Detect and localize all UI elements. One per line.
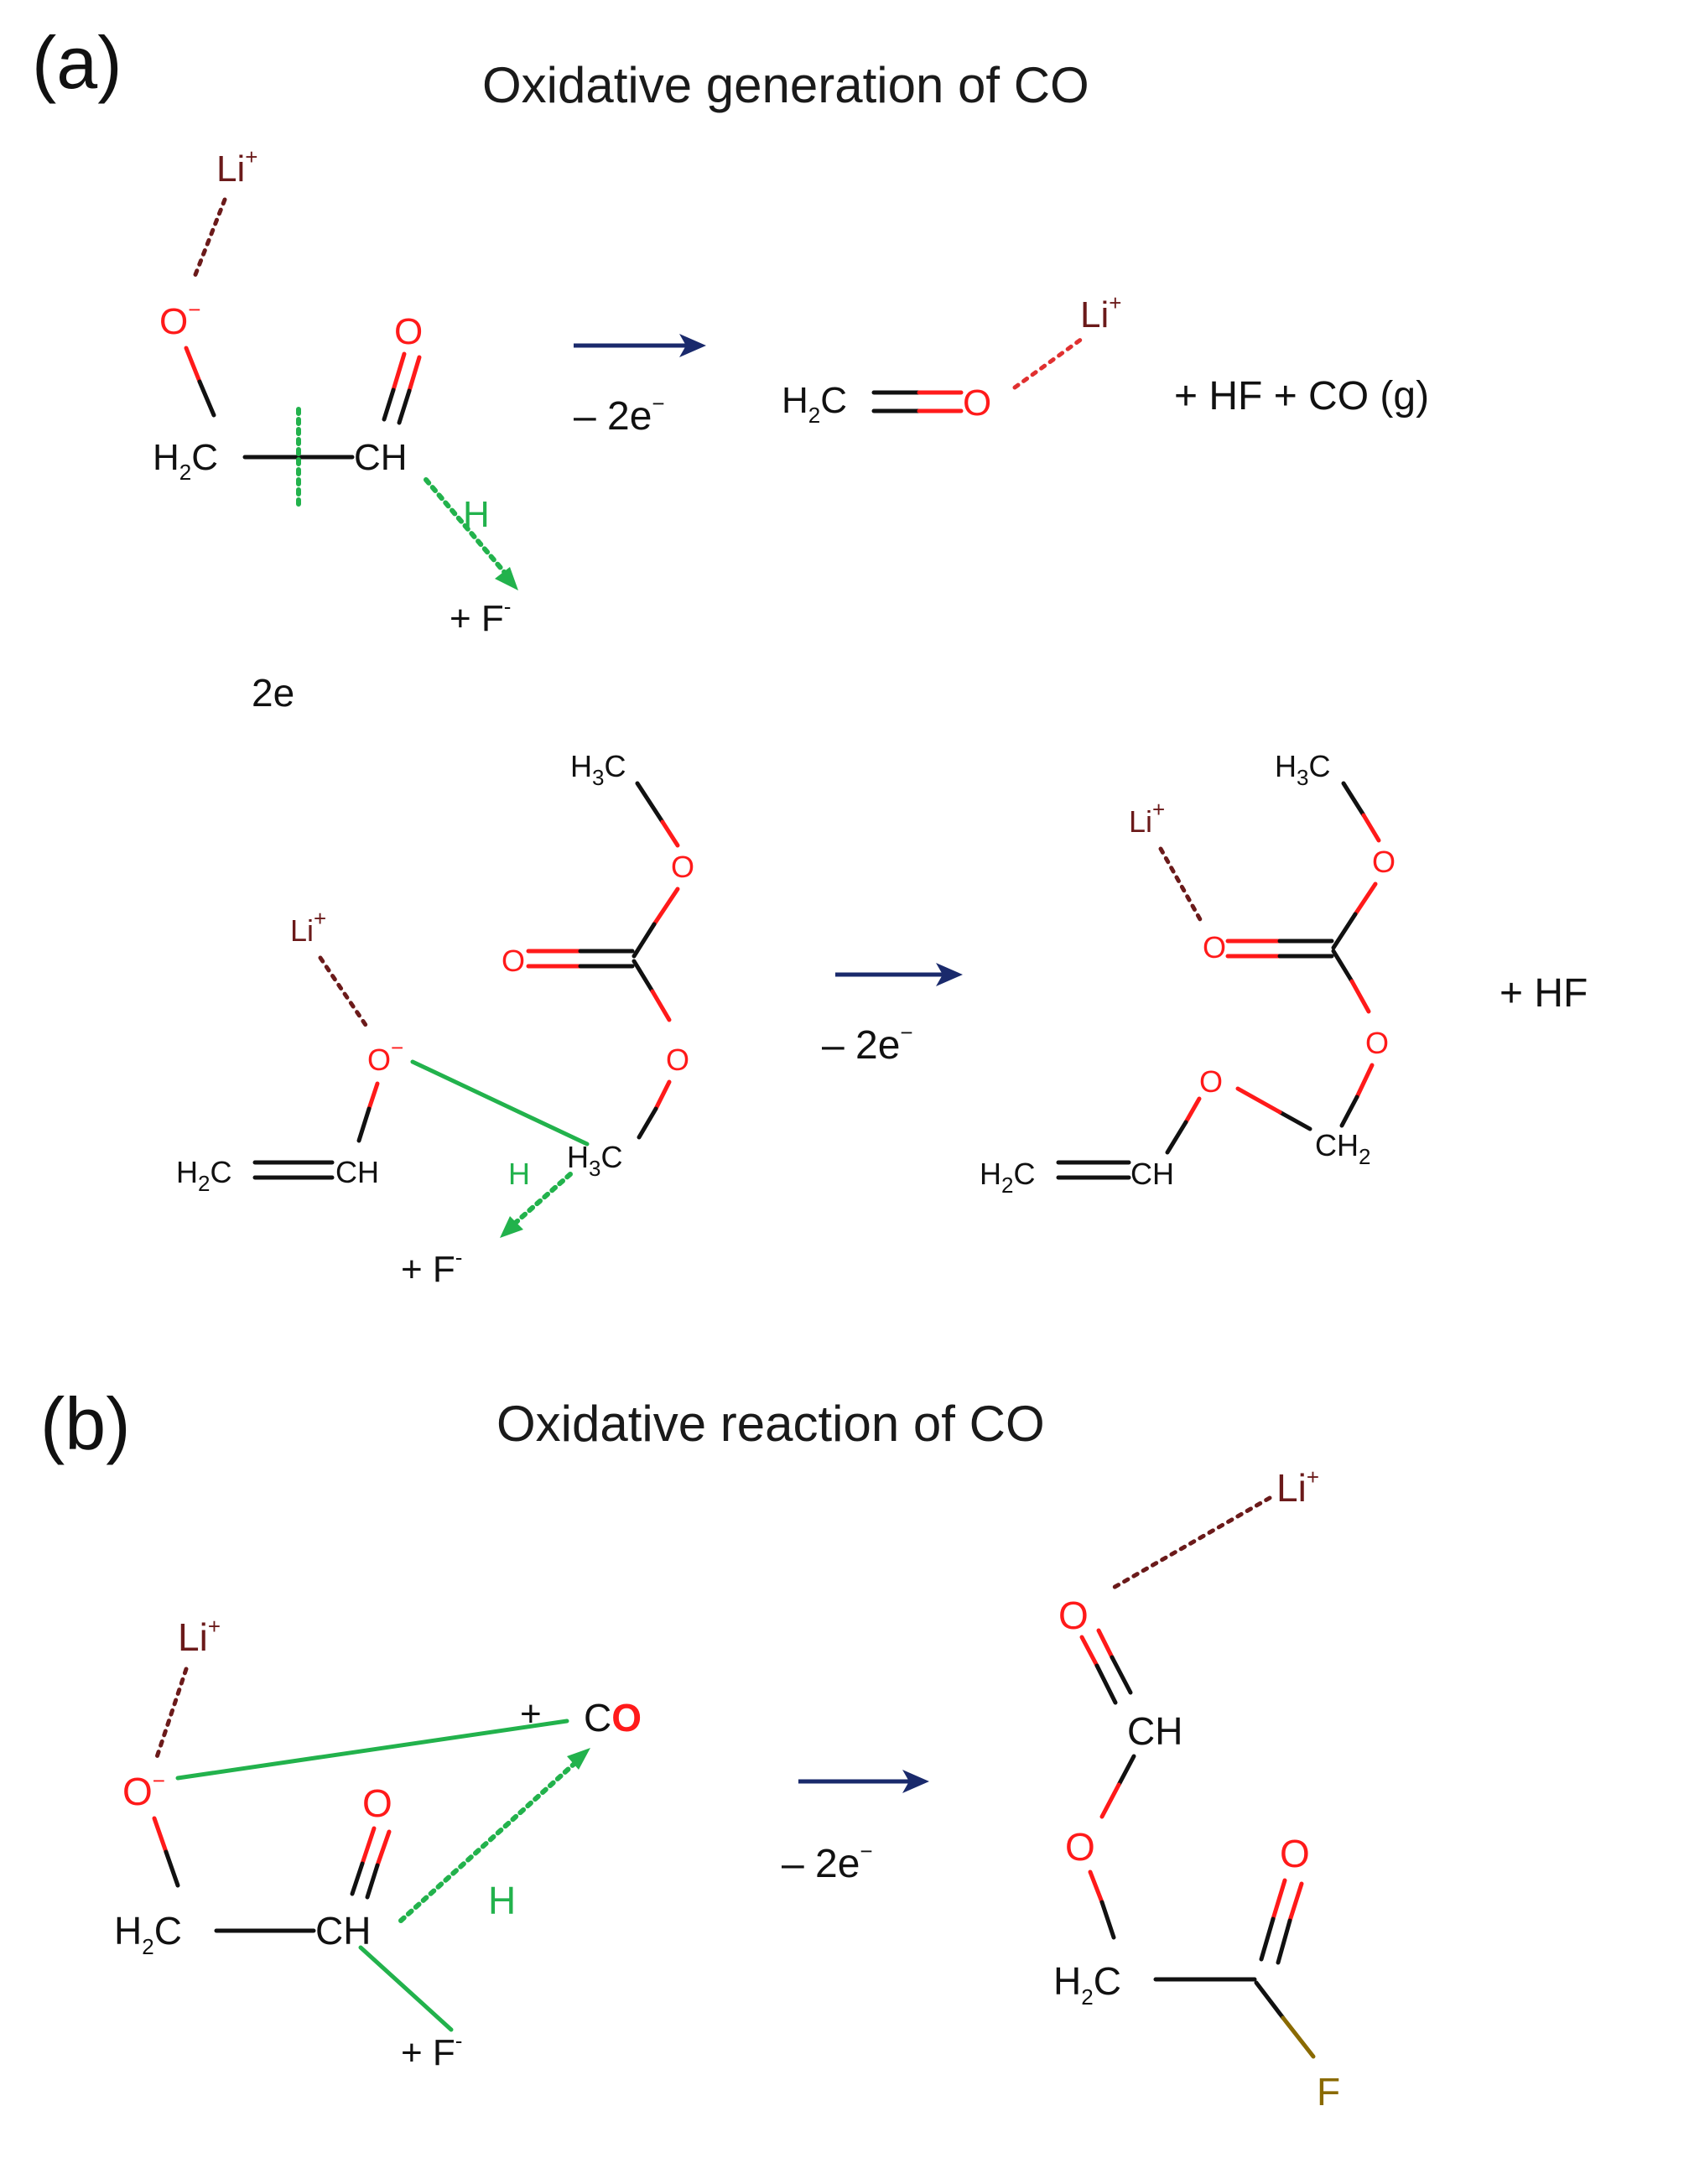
- methylene-carbon: H3C: [567, 1140, 622, 1181]
- reaction2-reactant: H3C O O O H3C Li+ O− H2C C: [176, 749, 694, 1290]
- panel-b-title: Oxidative reaction of CO: [496, 1396, 1045, 1452]
- panel-b-arrow: – 2e−: [782, 1770, 929, 1886]
- fluorine-atom: F: [1317, 2070, 1340, 2114]
- methylene-carbon: H2C: [153, 437, 218, 485]
- fluoride-ion: + F-: [401, 2028, 462, 2073]
- ether-oxygen: O: [1199, 1064, 1223, 1099]
- panel-a-title: Oxidative generation of CO: [482, 57, 1089, 113]
- ester-oxygen: O: [1065, 1825, 1095, 1869]
- carbonyl-oxygen: O: [1280, 1832, 1310, 1875]
- methyl-carbon: H3C: [1275, 749, 1330, 790]
- h-transfer-arrowhead: [495, 567, 518, 590]
- fluoride-ion: + F-: [401, 1245, 462, 1290]
- li-ion: Li+: [1080, 290, 1121, 335]
- panel-a-label: (a): [32, 21, 122, 104]
- formaldehyde-oxygen: O: [963, 382, 991, 424]
- h-transfer-arrow: [398, 1759, 580, 1923]
- methyl-carbon: H3C: [570, 749, 626, 790]
- o-c-bond-black: [197, 379, 216, 418]
- methylene-carbon: H2C: [1053, 1959, 1121, 2010]
- methylene-carbon: CH2: [1315, 1128, 1370, 1169]
- panel-b-reactant: Li+ O− H2C CH O + F- H + CO: [114, 1614, 642, 2073]
- transferred-hydrogen: H: [508, 1157, 530, 1191]
- panel-b-electron-loss: – 2e−: [782, 1838, 873, 1886]
- li-ion: Li+: [1129, 797, 1165, 839]
- li-ion: Li+: [216, 144, 257, 190]
- panel-b-label: (b): [40, 1382, 131, 1465]
- ester-oxygen-lower: O: [666, 1043, 689, 1077]
- reaction1-byproducts: + HF + CO (g): [1174, 374, 1429, 419]
- co-plus: +: [520, 1693, 542, 1734]
- carbonyl-oxygen: O: [502, 944, 525, 978]
- carbonyl-oxygen: O: [1203, 930, 1226, 965]
- aldehyde-carbon: CH: [315, 1909, 371, 1953]
- reaction1-electron-loss: – 2e−: [574, 391, 665, 439]
- li-ion: Li+: [290, 906, 326, 948]
- nucleophilic-attack-line: [175, 1719, 569, 1781]
- ester-oxygen-upper: O: [671, 850, 694, 884]
- o-c-bond-red: [184, 346, 202, 384]
- vinyl-ch: CH: [1130, 1157, 1174, 1191]
- carbonyl-oxygen: O: [394, 311, 423, 352]
- methylene-carbon: H2C: [114, 1909, 182, 1959]
- reaction2-electron-loss: – 2e−: [822, 1020, 913, 1068]
- double-bond-a2-black: [397, 388, 412, 425]
- transferred-hydrogen: H: [463, 494, 490, 535]
- reaction1-arrow: – 2e−: [574, 334, 706, 439]
- fluoride-attack-line: [358, 1945, 454, 2032]
- step-note: 2e: [252, 671, 294, 715]
- aldehyde-carbon: CH: [354, 437, 408, 478]
- ester-oxygen-lower: O: [1365, 1026, 1389, 1060]
- li-coordination-dots: [1012, 336, 1084, 390]
- alkoxide-oxygen: O−: [122, 1768, 165, 1813]
- nucleophilic-attack-line: [410, 1059, 590, 1147]
- vinyl-group: H2C: [176, 1155, 231, 1196]
- double-bond-a1-red: [391, 351, 407, 393]
- vinyl-group: H2C: [980, 1157, 1035, 1198]
- li-ion: Li+: [178, 1614, 221, 1659]
- carbon-monoxide: CO: [584, 1696, 642, 1739]
- panel-b-product: Li+ O CH O H2C O F: [1053, 1464, 1340, 2114]
- li-coordination-dots: [192, 197, 227, 279]
- formaldehyde-carbon: H2C: [782, 380, 847, 428]
- ester-oxygen-upper: O: [1372, 845, 1396, 879]
- reaction2-byproducts: + HF: [1499, 971, 1588, 1016]
- alkoxide-oxygen: O−: [159, 297, 200, 342]
- formyl-oxygen: O: [1058, 1594, 1089, 1637]
- formyl-carbon: CH: [1127, 1709, 1182, 1753]
- fluoride-ion: + F-: [450, 594, 511, 639]
- carbonyl-oxygen: O: [362, 1781, 392, 1825]
- li-ion: Li+: [1276, 1464, 1319, 1510]
- double-bond-a2-red: [407, 355, 422, 393]
- transferred-hydrogen: H: [488, 1879, 516, 1922]
- reaction1-product: H2C O Li+ + HF + CO (g): [782, 290, 1429, 428]
- h-transfer-arrow: [424, 477, 512, 581]
- vinyl-ch: CH: [335, 1155, 379, 1189]
- h-transfer-arrow: [509, 1172, 573, 1229]
- reaction2-arrow: – 2e−: [822, 963, 963, 1068]
- reaction2-product: H3C O Li+ O O CH2 O H2C: [980, 749, 1588, 1198]
- reaction1-reactant: Li+ O− H2C CH O H + F-: [153, 144, 518, 639]
- panel-b: (b) Oxidative reaction of CO Li+ O− H2C …: [40, 1382, 1340, 2114]
- alkoxide-oxygen: O−: [367, 1035, 403, 1077]
- panel-a: (a) Oxidative generation of CO Li+ O− H2…: [32, 21, 1588, 1290]
- double-bond-a1-black: [382, 387, 396, 422]
